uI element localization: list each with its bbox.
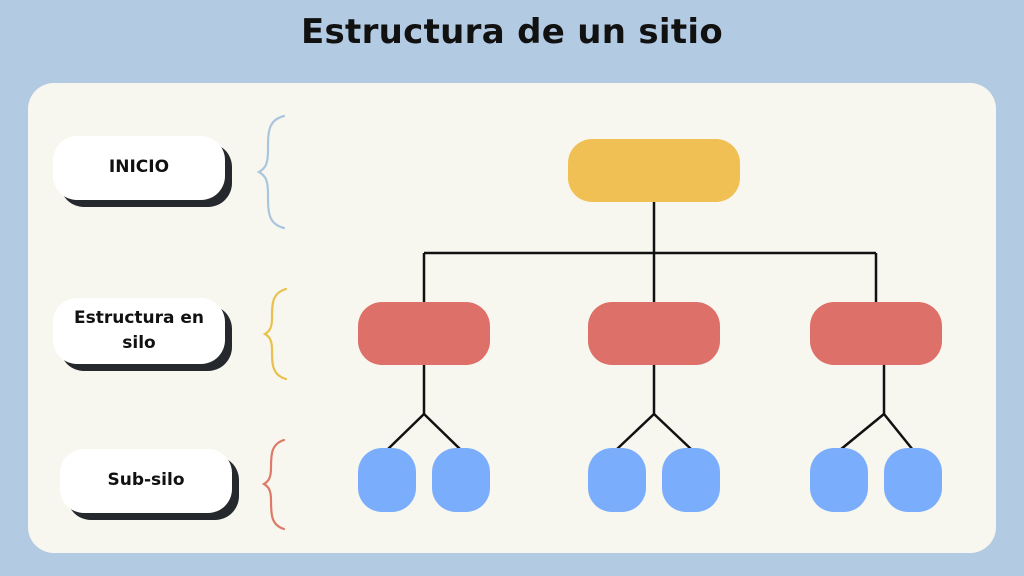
silo-node-1 xyxy=(358,302,490,365)
brace-subsilo xyxy=(261,438,286,531)
silo-node-2 xyxy=(588,302,720,365)
subsilo-node xyxy=(588,448,646,512)
level-label-silo: Estructura en silo xyxy=(53,298,232,371)
subsilo-node xyxy=(358,448,416,512)
level-label-text: Sub-silo xyxy=(60,449,232,513)
level-label-inicio: INICIO xyxy=(53,136,232,207)
brace-silo xyxy=(262,287,288,381)
level-label-subsilo: Sub-silo xyxy=(60,449,239,520)
connector-line xyxy=(615,413,655,451)
diagram-title: Estructura de un sitio xyxy=(300,12,724,52)
subsilo-node xyxy=(662,448,720,512)
connector-line xyxy=(386,413,425,451)
connector-line xyxy=(883,413,914,451)
connector-line xyxy=(839,413,885,451)
level-label-text: INICIO xyxy=(53,136,225,200)
subsilo-node xyxy=(810,448,868,512)
connector-line xyxy=(653,413,693,451)
home-node xyxy=(568,139,740,202)
brace-inicio xyxy=(256,114,286,230)
subsilo-node xyxy=(432,448,490,512)
level-label-text: Estructura en silo xyxy=(53,298,225,364)
silo-node-3 xyxy=(810,302,942,365)
subsilo-node xyxy=(884,448,942,512)
connector-line xyxy=(423,413,462,451)
